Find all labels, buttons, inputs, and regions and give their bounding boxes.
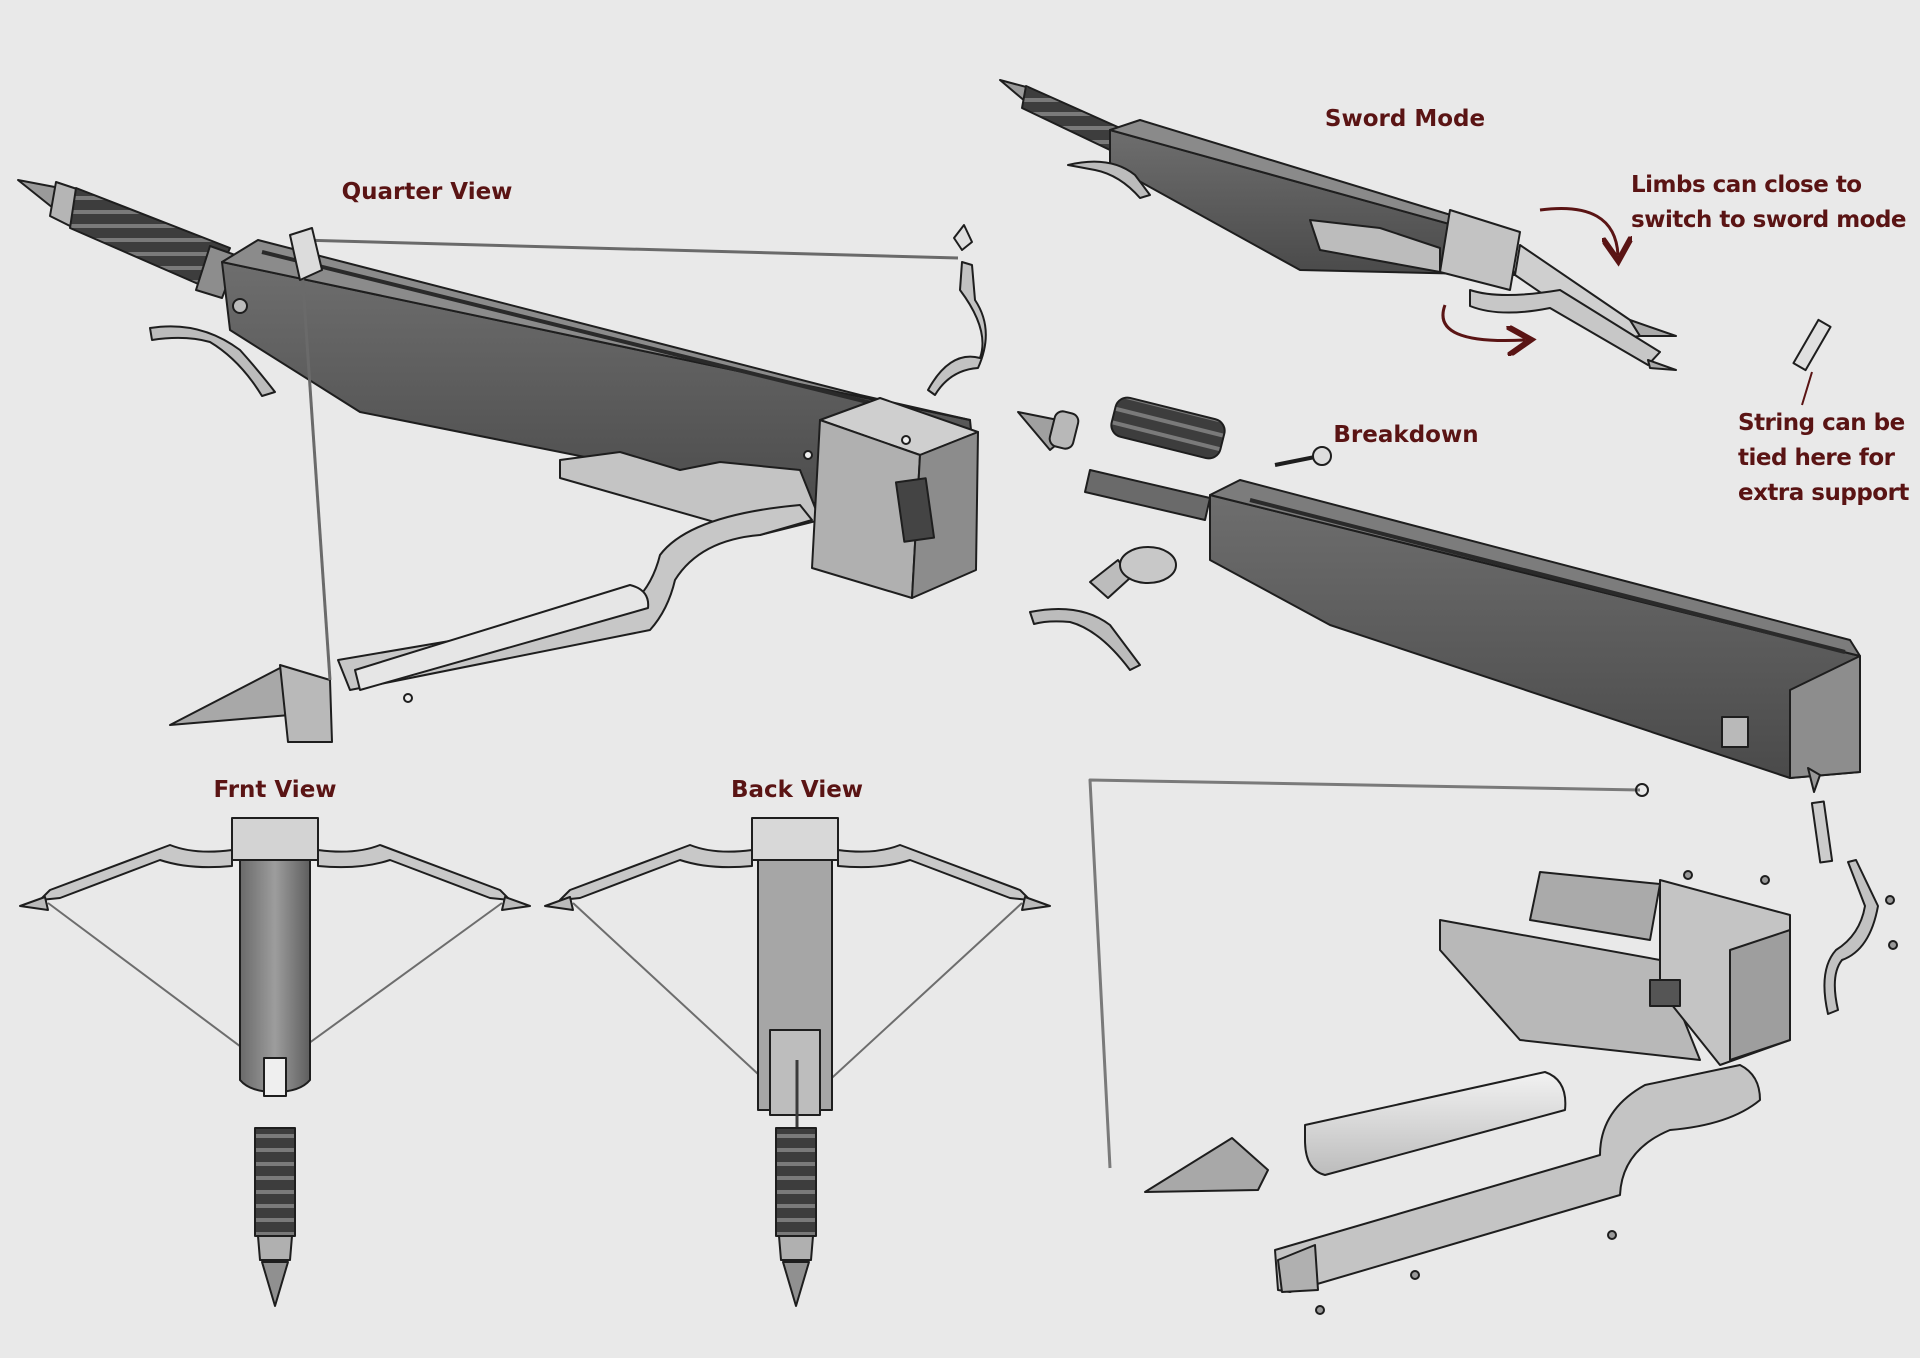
bd-screw (1607, 1230, 1617, 1240)
rivet (232, 298, 248, 314)
back-string-right (796, 902, 1023, 1111)
front-spike (261, 1261, 289, 1307)
string-clip (289, 227, 323, 281)
limb-far (927, 261, 987, 396)
bd-screw (1683, 870, 1693, 880)
back-grip (775, 1127, 817, 1237)
bd-screw (1760, 875, 1770, 885)
front-view-label: Frnt View (213, 777, 336, 803)
front-box-slot (894, 477, 936, 543)
bd-grip (1110, 396, 1226, 460)
bd-stock-groove (1249, 498, 1846, 654)
front-limb-tip-left (19, 896, 49, 911)
bd-limb-arm (1823, 859, 1879, 1015)
back-limb-tip-left (544, 896, 574, 911)
bd-box-hole (1649, 979, 1681, 1007)
front-pommel (257, 1235, 293, 1261)
bd-long-limb (1274, 1064, 1761, 1293)
front-trigger-slot (263, 1057, 287, 1097)
string-note-line-3: extra support (1738, 480, 1909, 506)
rivet (803, 450, 813, 460)
rivet (403, 693, 413, 703)
string-note-line-2: tied here for (1738, 445, 1895, 471)
breakdown-label: Breakdown (1333, 422, 1478, 448)
back-spike (782, 1261, 810, 1307)
back-limb-right (837, 844, 1031, 901)
rivet (901, 435, 911, 445)
bd-bow-string (1088, 778, 1641, 1169)
bd-pommel-cap (1048, 410, 1080, 450)
string-note: String can be tied here for extra suppor… (1738, 406, 1909, 511)
bd-string-clip (1119, 546, 1177, 584)
back-view-label: Back View (731, 777, 863, 803)
quarter-view-label: Quarter View (342, 179, 513, 205)
sm-tip-2 (1647, 359, 1677, 371)
bd-trigger (1029, 607, 1141, 671)
bd-side-plate (1439, 919, 1701, 1061)
limbs-note-line-1: Limbs can close to (1631, 172, 1862, 198)
bd-dowel (1810, 800, 1834, 864)
limbs-rotate-arrow (1441, 304, 1525, 341)
sm-tip-1 (1629, 319, 1677, 337)
bd-screw (1885, 895, 1895, 905)
bd-tip-small (1807, 767, 1821, 793)
trigger (149, 325, 276, 397)
quarter-view-crossbow (17, 179, 987, 743)
string-note-leader (1801, 371, 1813, 406)
bd-stock-end (1789, 655, 1861, 779)
bd-screw (1410, 1270, 1420, 1280)
sword-mode-label: Sword Mode (1325, 106, 1485, 132)
front-view-crossbow (19, 817, 531, 1307)
sword-mode-crossbow (999, 79, 1832, 372)
back-box (751, 817, 839, 861)
bd-limb-clamp (1277, 1244, 1319, 1293)
front-string-left (47, 902, 273, 1071)
bd-back-plate (1529, 871, 1661, 941)
bd-stock-slot (1721, 716, 1749, 748)
sm-grip (1021, 85, 1121, 151)
limb-far-tip (953, 224, 973, 251)
bd-pin-head (1312, 446, 1332, 466)
back-limb-left (559, 844, 753, 901)
front-grip (254, 1127, 296, 1237)
bd-pad (1304, 1071, 1567, 1176)
sm-string-knot (1792, 318, 1832, 372)
sm-limbs (1514, 244, 1641, 341)
front-box-face (911, 431, 979, 599)
bd-string-loop (1635, 783, 1649, 797)
bd-stock-side (1209, 494, 1861, 779)
limbs-note: Limbs can close to switch to sword mode (1631, 168, 1907, 238)
bd-screw (1888, 940, 1898, 950)
back-view-crossbow (544, 817, 1051, 1307)
bd-box-face (1729, 929, 1791, 1061)
bd-tang (1084, 469, 1211, 521)
sm-box (1439, 209, 1521, 291)
stock-groove (261, 250, 941, 422)
bd-screw (1315, 1305, 1325, 1315)
back-pommel (778, 1235, 814, 1261)
bow-string-2 (298, 239, 332, 681)
limb-near-pad (354, 584, 650, 691)
bd-arrowhead (1144, 1137, 1269, 1193)
front-limb-left (39, 844, 233, 901)
back-stock-lower (769, 1029, 821, 1116)
bow-string-1 (299, 238, 959, 260)
string-note-line-1: String can be (1738, 410, 1905, 436)
front-box (231, 817, 319, 861)
limbs-note-line-2: switch to sword mode (1631, 207, 1907, 233)
sm-lower-limb (1469, 289, 1661, 366)
limb-near-clamp (279, 664, 333, 743)
front-limb-tip-right (501, 896, 531, 911)
sm-side-plate (1309, 219, 1441, 273)
breakdown-parts (1017, 396, 1898, 1315)
limbs-close-arrow (1539, 207, 1618, 255)
front-limb-right (317, 844, 511, 901)
back-limb-tip-right (1021, 896, 1051, 911)
sm-trigger (1067, 160, 1151, 199)
